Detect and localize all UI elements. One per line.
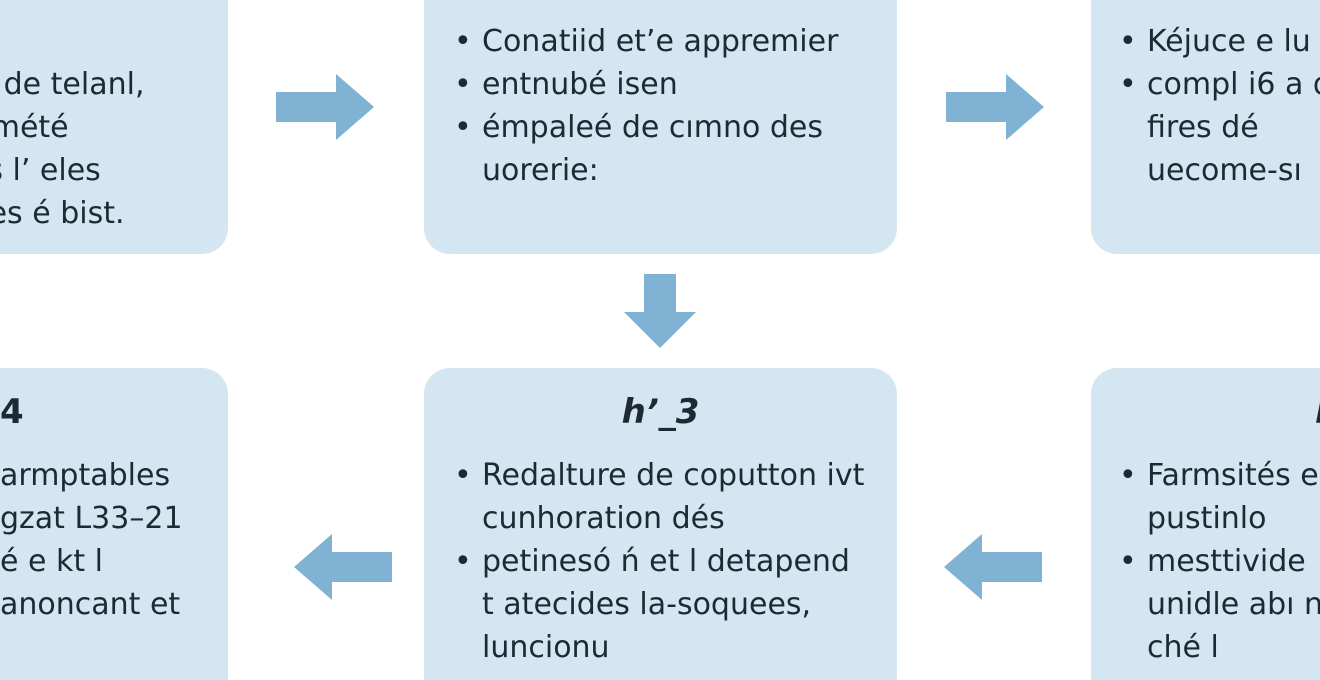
step-box-2: Conatiid et’e appremier entnubé isen émp… <box>424 0 897 254</box>
arrow-left-icon <box>944 534 1042 600</box>
step-4-heading: 4 <box>0 392 24 432</box>
step-3-list: Kéjuce e lu de axóvḍ c compl i6 a du fir… <box>1115 20 1320 192</box>
step-4-item: armptables <box>0 458 171 493</box>
step-2-item: émpaleé de cımno des uorerie: <box>450 106 897 192</box>
step-2-list: Conatiid et’e appremier entnubé isen émp… <box>450 20 897 192</box>
step-5-list: Redalture de coputton ivt cunhoration dé… <box>450 454 897 669</box>
step-6-list: Farmsités e de pustinlo mesttivide unidl… <box>1115 454 1320 669</box>
step-1-item: es de telanl, <box>0 67 145 102</box>
step-1-list: es es de telanl, ramété nis l’ eles ’des… <box>0 20 228 235</box>
step-box-3: Kéjuce e lu de axóvḍ c compl i6 a du fir… <box>1091 0 1320 254</box>
step-1-item: nis l’ eles <box>0 153 101 188</box>
step-box-5: h’_3 Redalture de coputton ivt cunhorati… <box>424 368 897 680</box>
step-1-item: es <box>0 20 228 63</box>
step-5-item: Redalture de coputton ivt cunhoration dé… <box>450 454 882 540</box>
step-6-heading: h <box>1315 392 1320 432</box>
step-box-6: h Farmsités e de pustinlo mesttivide uni… <box>1091 368 1320 680</box>
arrow-left-icon <box>294 534 392 600</box>
step-1-item: ramété <box>0 110 69 145</box>
step-box-1: es es de telanl, ramété nis l’ eles ’des… <box>0 0 228 254</box>
step-4-list: armptables gzat L33–21 é e kt l anoncant… <box>0 454 228 626</box>
step-2-item: entnubé isen <box>450 63 897 106</box>
step-box-4: 4 armptables gzat L33–21 é e kt l anonca… <box>0 368 228 680</box>
step-3-item: compl i6 a du fires dé uecome-sı <box>1115 63 1320 192</box>
step-6-item: mesttivide unidle abı nuun ché l <box>1115 540 1320 669</box>
step-6-item: Farmsités e de pustinlo <box>1115 454 1320 540</box>
step-1-item: ’des é bist. <box>0 196 125 231</box>
step-4-item: gzat L33–21 <box>0 501 183 536</box>
arrow-right-icon <box>946 74 1044 140</box>
step-3-item: Kéjuce e lu de axóvḍ c <box>1115 20 1320 63</box>
arrow-down-icon <box>624 274 696 348</box>
step-5-heading: h’_3 <box>621 392 700 432</box>
arrow-right-icon <box>276 74 374 140</box>
step-5-item: petinesó ń et l detapend t atecides la-s… <box>450 540 862 669</box>
step-4-item: é e kt l <box>0 544 103 579</box>
step-2-item: Conatiid et’e appremier <box>450 20 897 63</box>
step-4-item: anoncant et <box>0 587 181 622</box>
